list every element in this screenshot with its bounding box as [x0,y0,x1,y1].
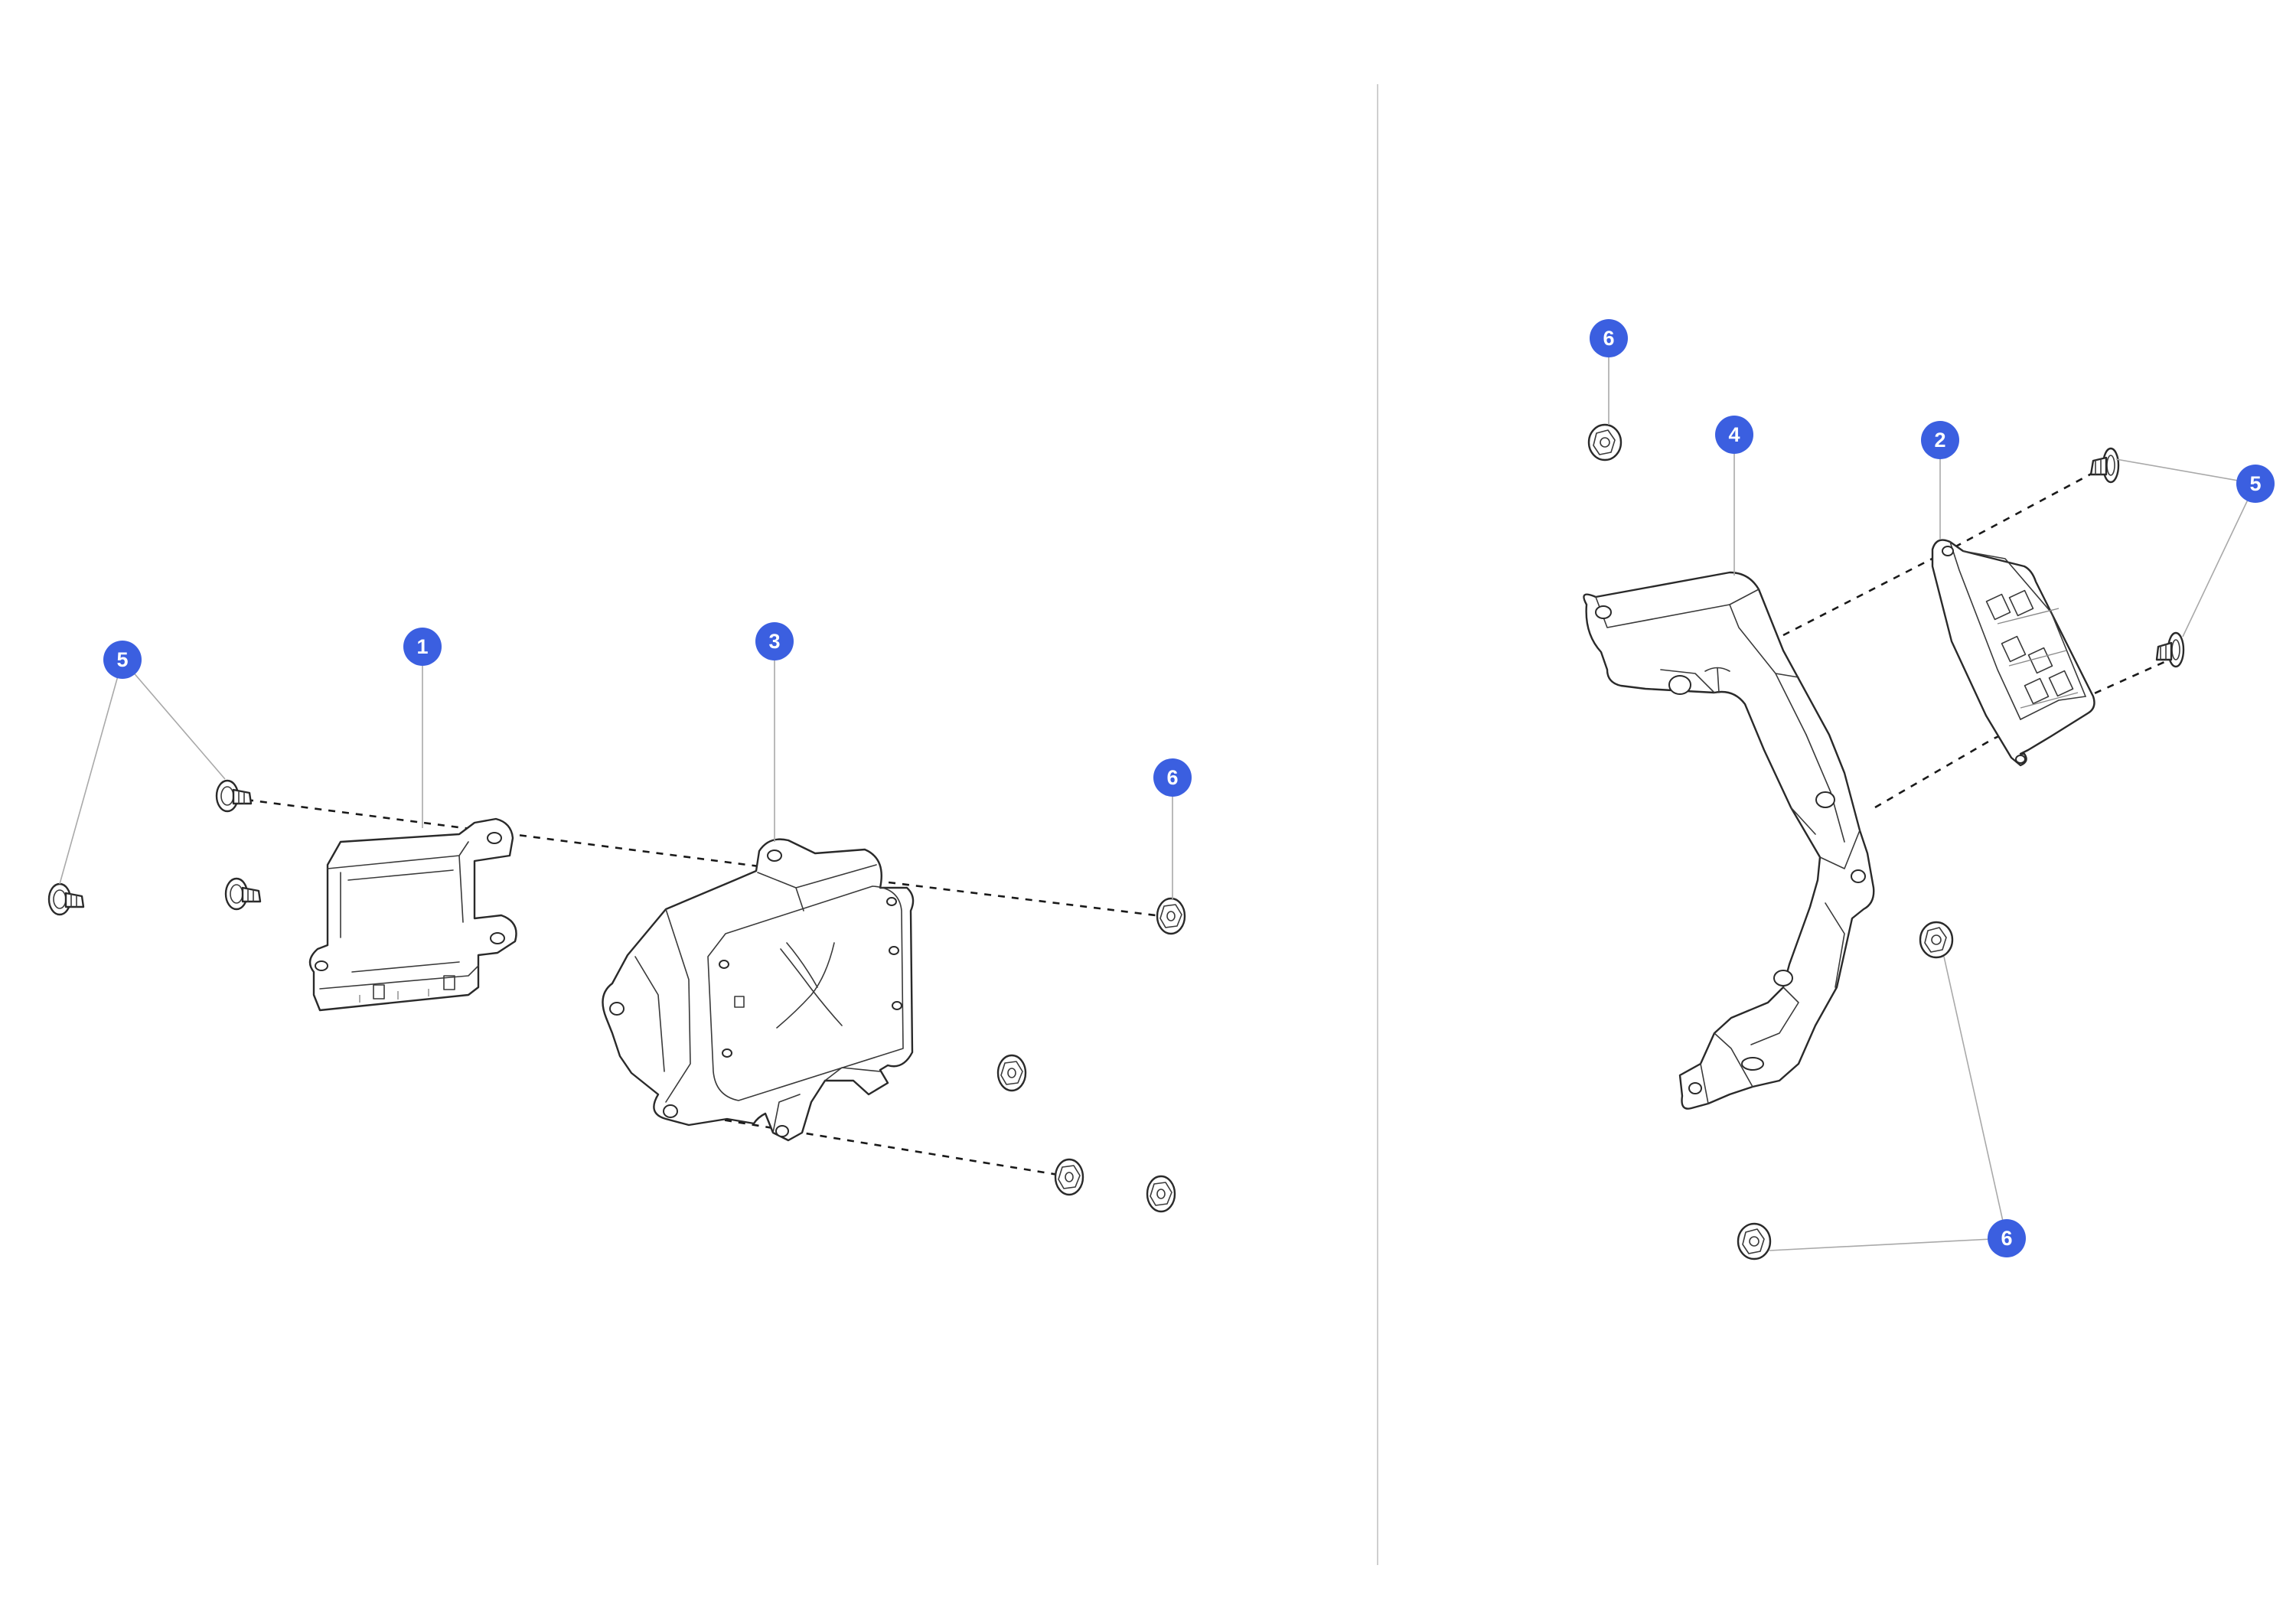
nut-middle [996,1054,1027,1092]
callout-2: 2 [1921,421,1959,459]
assembly-line-lower [670,1110,1068,1178]
callout-6-right-top-label: 6 [1603,327,1614,350]
assembly-line-upper [246,798,1156,917]
push-clip-right-upper [2089,447,2120,484]
callout-6-left-label: 6 [1166,766,1178,789]
leader-5-left [59,659,226,885]
nut-lower-right [1146,1175,1176,1213]
push-clip-left [47,882,85,916]
callout-1-label: 1 [416,635,428,658]
nut-right-middle [1919,921,1954,959]
control-module-part-2 [1931,539,2095,767]
right-view: 6 4 2 5 6 [1583,319,2275,1260]
callout-3-label: 3 [768,630,780,653]
callout-6-right-bottom-label: 6 [2001,1227,2012,1250]
callout-3: 3 [755,622,794,660]
callout-5-left: 5 [103,641,142,679]
push-clip-middle [224,877,262,911]
callout-6-left: 6 [1153,758,1192,797]
nut-right-top [1156,897,1186,935]
assembly-line-right-lower [1874,660,2165,809]
callout-4: 4 [1715,416,1753,454]
callout-2-label: 2 [1934,429,1945,452]
push-clip-right-lower [2155,631,2185,668]
push-clip-upper [215,779,253,813]
nut-right-top-view [1587,423,1623,461]
callout-5-right-label: 5 [2249,472,2261,495]
callout-5-right: 5 [2236,465,2275,503]
control-module-part-1 [308,817,517,1012]
leader-5-right [2115,458,2256,638]
callout-6-right-top: 6 [1590,319,1628,357]
callout-5-left-label: 5 [116,648,128,671]
left-view: 5 1 3 6 [47,622,1192,1213]
nut-lower [1054,1158,1084,1196]
callout-1: 1 [403,628,442,666]
support-bracket-part-4 [1583,571,1875,1110]
mounting-bracket-part-3 [602,838,915,1142]
nut-right-bottom [1737,1222,1772,1260]
callout-4-label: 4 [1728,423,1740,446]
leader-6-right-bottom [1769,956,2007,1251]
callout-6-right-bottom: 6 [1988,1219,2026,1257]
